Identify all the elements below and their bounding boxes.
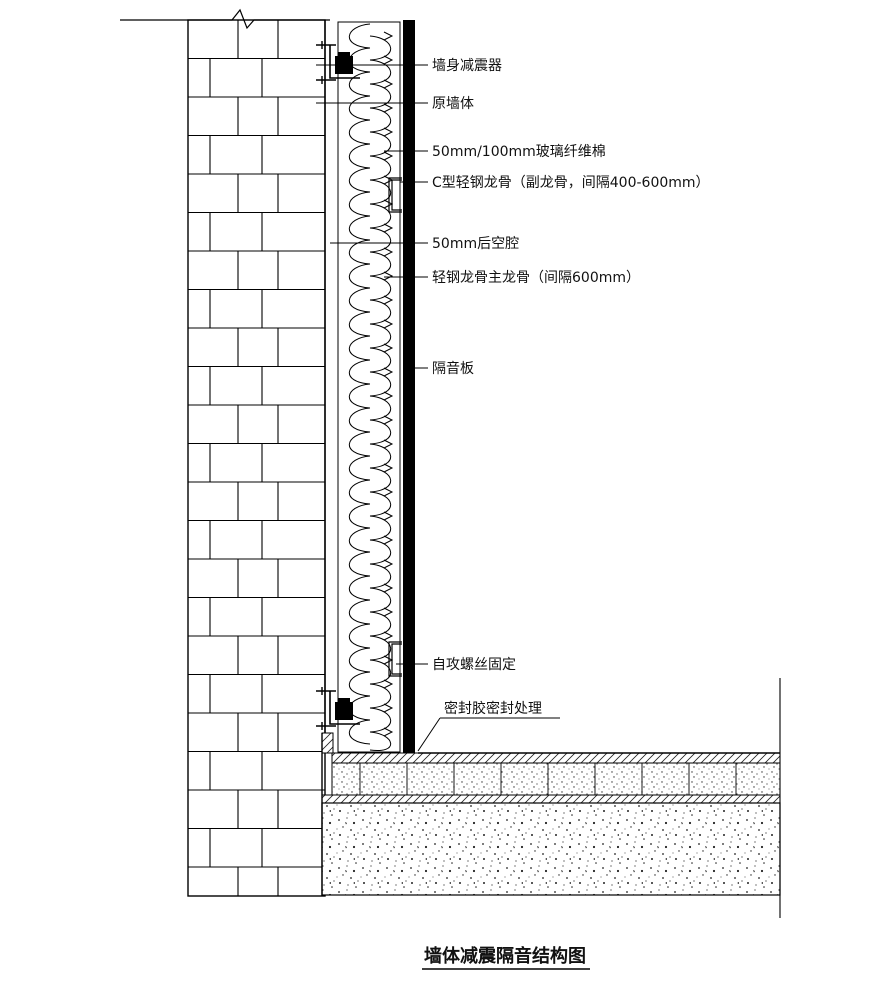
label-main-keel: 轻钢龙骨主龙骨（间隔600mm）	[432, 270, 640, 286]
wall-damper-bottom	[316, 687, 360, 730]
label-original-wall: 原墙体	[432, 96, 474, 112]
label-damper: 墙身减震器	[432, 58, 502, 74]
drawing-title: 墙体减震隔音结构图	[424, 945, 586, 967]
wall-break-line	[120, 8, 330, 30]
floor-structure	[321, 678, 781, 918]
label-screw: 自攻螺丝固定	[432, 657, 516, 673]
leader-lines	[316, 64, 560, 752]
label-c-keel: C型轻钢龙骨（副龙骨，间隔400-600mm）	[432, 175, 710, 191]
label-soundproof-board: 隔音板	[432, 360, 474, 377]
c-type-light-steel-keel	[388, 177, 402, 677]
label-cavity: 50mm后空腔	[432, 236, 519, 252]
brick-wall	[187, 19, 326, 897]
label-glass-fiber: 50mm/100mm玻璃纤维棉	[432, 143, 606, 160]
soundproof-board	[403, 20, 415, 755]
label-sealant: 密封胶密封处理	[444, 700, 542, 717]
glass-fiber-insulation	[337, 21, 401, 753]
